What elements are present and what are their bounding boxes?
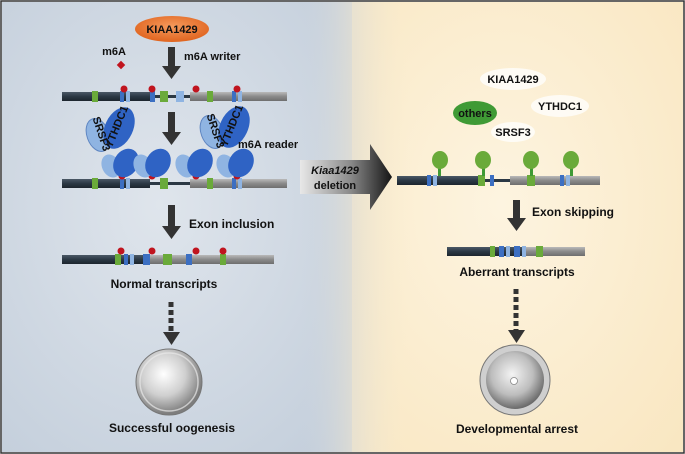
panel-blend	[300, 2, 410, 452]
normal-transcripts-label: Normal transcripts	[111, 277, 218, 291]
kiaa1429-gene-label: Kiaa1429	[311, 165, 360, 177]
kiaa1429-writer-oval	[135, 16, 209, 42]
pre-mrna-reader-bound	[62, 172, 287, 189]
deletion-transition: Kiaa1429 deletion	[300, 144, 392, 210]
m6a-writer-label: m6A writer	[184, 51, 241, 63]
others-oval	[453, 101, 497, 125]
kiaa1429-deletion-arrow	[300, 144, 392, 210]
ythdc1-absent-label: YTHDC1	[538, 101, 582, 113]
developmental-arrest-label: Developmental arrest	[456, 422, 578, 436]
left-pathway: KIAA1429 m6A m6A writer	[62, 16, 299, 435]
arrested-oocyte	[479, 344, 551, 416]
others-label: others	[458, 108, 492, 120]
deletion-label: deletion	[314, 180, 356, 192]
m6a-site	[233, 85, 241, 93]
exon-skipping-label: Exon skipping	[532, 205, 614, 219]
dashed-arrow-left	[163, 302, 180, 345]
writer-arrow	[162, 47, 181, 79]
kiaa1429-label: KIAA1429	[146, 24, 197, 36]
m6a-mark-dot	[116, 60, 126, 70]
successful-oogenesis-label: Successful oogenesis	[109, 421, 235, 435]
exon-inclusion-label: Exon inclusion	[189, 217, 274, 231]
normal-transcript	[62, 247, 274, 265]
m6a-site	[120, 85, 128, 93]
srsf3-ythdc1-complex-right: SRSF3 YTHDC1	[199, 103, 250, 150]
aberrant-transcript	[447, 246, 585, 257]
aberrant-transcripts-label: Aberrant transcripts	[459, 265, 575, 279]
kiaa1429-absent-label: KIAA1429	[487, 74, 538, 86]
right-pathway: KIAA1429 others YTHDC1 SRSF3	[397, 68, 614, 436]
m6a-mark-label: m6A	[102, 46, 126, 58]
exon-skipping-arrow	[507, 200, 526, 231]
mature-oocyte	[135, 348, 203, 416]
srsf3-absent-label: SRSF3	[495, 127, 530, 139]
green-binders	[432, 151, 579, 176]
ythdc1-absent-oval	[531, 95, 589, 117]
bound-readers	[101, 148, 254, 178]
m6a-reader-label: m6A reader	[238, 139, 299, 151]
pre-mrna-unmethylated	[397, 175, 600, 186]
dashed-arrow-right	[508, 289, 525, 343]
srsf3-absent-oval	[491, 122, 535, 142]
reader-arrow	[162, 112, 181, 145]
m6a-site	[192, 85, 200, 93]
exon-inclusion-arrow	[162, 205, 181, 239]
pre-mrna-methylated	[62, 85, 287, 102]
m6a-site	[148, 85, 156, 93]
kiaa1429-absent-oval	[480, 68, 546, 90]
